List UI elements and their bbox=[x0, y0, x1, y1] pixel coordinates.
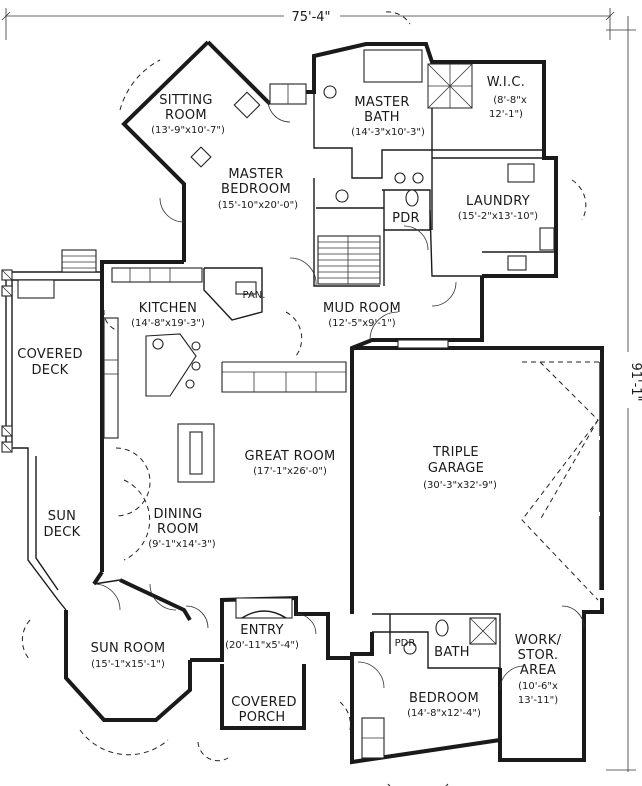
room-label-sun-deck: SUN DECK bbox=[43, 509, 80, 540]
svg-text:STOR.: STOR. bbox=[518, 648, 559, 663]
bath-fixtures bbox=[323, 49, 555, 655]
svg-text:(14'-3"x10'-3"): (14'-3"x10'-3") bbox=[351, 127, 425, 138]
svg-text:12'-1"): 12'-1") bbox=[489, 109, 523, 120]
room-label-pdr-lower: PDR bbox=[395, 638, 416, 649]
deck-structure bbox=[1, 249, 102, 611]
room-label-wic: W.I.C. (8'-8"x 12'-1") bbox=[487, 75, 527, 120]
svg-text:ENTRY: ENTRY bbox=[240, 623, 284, 638]
svg-text:(20'-11"x5'-4"): (20'-11"x5'-4") bbox=[225, 640, 299, 651]
room-label-bath: BATH bbox=[434, 645, 470, 660]
svg-text:(8'-8"x: (8'-8"x bbox=[493, 95, 527, 106]
svg-text:GARAGE: GARAGE bbox=[428, 461, 484, 476]
svg-text:PORCH: PORCH bbox=[239, 710, 286, 725]
room-label-laundry: LAUNDRY (15'-2"x13'-10") bbox=[458, 194, 538, 222]
svg-text:W.I.C.: W.I.C. bbox=[487, 75, 525, 90]
svg-text:DINING: DINING bbox=[153, 507, 202, 522]
svg-text:BATH: BATH bbox=[364, 110, 400, 125]
room-label-work-storage-area: WORK/ STOR. AREA (10'-6"x 13'-11") bbox=[515, 633, 562, 706]
svg-text:(10'-6"x: (10'-6"x bbox=[518, 681, 558, 692]
svg-text:LAUNDRY: LAUNDRY bbox=[466, 194, 530, 209]
svg-text:(15'-2"x13'-10"): (15'-2"x13'-10") bbox=[458, 211, 538, 222]
room-label-mud-room: MUD ROOM (12'-5"x9'-1") bbox=[323, 301, 401, 329]
overall-depth-dimension: 91'-1" bbox=[606, 16, 642, 772]
svg-text:MASTER: MASTER bbox=[354, 95, 409, 110]
svg-text:TRIPLE: TRIPLE bbox=[432, 445, 479, 460]
svg-text:WORK/: WORK/ bbox=[515, 633, 562, 648]
svg-text:MUD ROOM: MUD ROOM bbox=[323, 301, 401, 316]
room-label-sitting-room: SITTING ROOM (13'-9"x10'-7") bbox=[151, 93, 225, 136]
room-label-master-bath: MASTER BATH (14'-3"x10'-3") bbox=[351, 95, 425, 138]
door-swings bbox=[93, 99, 585, 691]
interior-walls bbox=[103, 62, 602, 759]
svg-text:DECK: DECK bbox=[43, 525, 80, 540]
room-label-kitchen: KITCHEN (14'-8"x19'-3") bbox=[131, 301, 205, 329]
room-label-entry: ENTRY (20'-11"x5'-4") bbox=[225, 623, 299, 651]
dashed-arcs bbox=[21, 11, 587, 786]
svg-text:(13'-9"x10'-7"): (13'-9"x10'-7") bbox=[151, 125, 225, 136]
svg-text:(14'-8"x19'-3"): (14'-8"x19'-3") bbox=[131, 318, 205, 329]
svg-text:MASTER: MASTER bbox=[228, 167, 283, 182]
svg-text:GREAT ROOM: GREAT ROOM bbox=[245, 449, 336, 464]
svg-text:ROOM: ROOM bbox=[157, 522, 199, 537]
svg-text:DECK: DECK bbox=[31, 363, 68, 378]
overall-width-dimension: 75'-4" bbox=[1, 7, 615, 40]
svg-text:13'-11"): 13'-11") bbox=[518, 695, 558, 706]
svg-text:COVERED: COVERED bbox=[231, 695, 297, 710]
room-labels: SITTING ROOM (13'-9"x10'-7") MASTER BATH… bbox=[17, 75, 561, 725]
room-label-covered-deck: COVERED DECK bbox=[17, 347, 83, 378]
svg-text:ROOM: ROOM bbox=[165, 108, 207, 123]
room-label-dining-room: DINING ROOM (9'-1"x14'-3") bbox=[148, 507, 216, 550]
svg-text:(15'-10"x20'-0"): (15'-10"x20'-0") bbox=[218, 200, 298, 211]
room-label-pantry: PAN. bbox=[243, 290, 266, 301]
room-label-pdr-upper: PDR bbox=[392, 211, 420, 226]
room-label-sun-room: SUN ROOM (15'-1"x15'-1") bbox=[91, 641, 166, 670]
staircase bbox=[317, 235, 381, 285]
svg-text:(14'-8"x12'-4"): (14'-8"x12'-4") bbox=[407, 708, 481, 719]
overall-width-label: 75'-4" bbox=[291, 10, 330, 25]
room-label-covered-porch: COVERED PORCH bbox=[231, 695, 297, 725]
svg-text:SUN: SUN bbox=[48, 509, 76, 524]
room-label-master-bedroom: MASTER BEDROOM (15'-10"x20'-0") bbox=[218, 167, 298, 211]
sitting-room-furniture bbox=[190, 83, 307, 168]
room-label-bedroom: BEDROOM (14'-8"x12'-4") bbox=[407, 691, 481, 719]
svg-text:(17'-1"x26'-0"): (17'-1"x26'-0") bbox=[253, 466, 327, 477]
svg-text:BEDROOM: BEDROOM bbox=[409, 691, 479, 706]
svg-text:COVERED: COVERED bbox=[17, 347, 83, 362]
svg-text:(30'-3"x32'-9"): (30'-3"x32'-9") bbox=[423, 480, 497, 491]
overall-depth-label: 91'-1" bbox=[628, 362, 642, 401]
svg-text:(9'-1"x14'-3"): (9'-1"x14'-3") bbox=[148, 539, 216, 550]
svg-text:SITTING: SITTING bbox=[159, 93, 212, 108]
svg-text:BEDROOM: BEDROOM bbox=[221, 182, 291, 197]
room-label-triple-garage: TRIPLE GARAGE (30'-3"x32'-9") bbox=[423, 445, 497, 491]
svg-text:KITCHEN: KITCHEN bbox=[139, 301, 197, 316]
svg-text:(15'-1"x15'-1"): (15'-1"x15'-1") bbox=[91, 659, 165, 670]
svg-text:SUN ROOM: SUN ROOM bbox=[91, 641, 166, 656]
svg-text:AREA: AREA bbox=[520, 663, 556, 678]
svg-text:(12'-5"x9'-1"): (12'-5"x9'-1") bbox=[328, 318, 396, 329]
room-label-great-room: GREAT ROOM (17'-1"x26'-0") bbox=[245, 449, 336, 477]
